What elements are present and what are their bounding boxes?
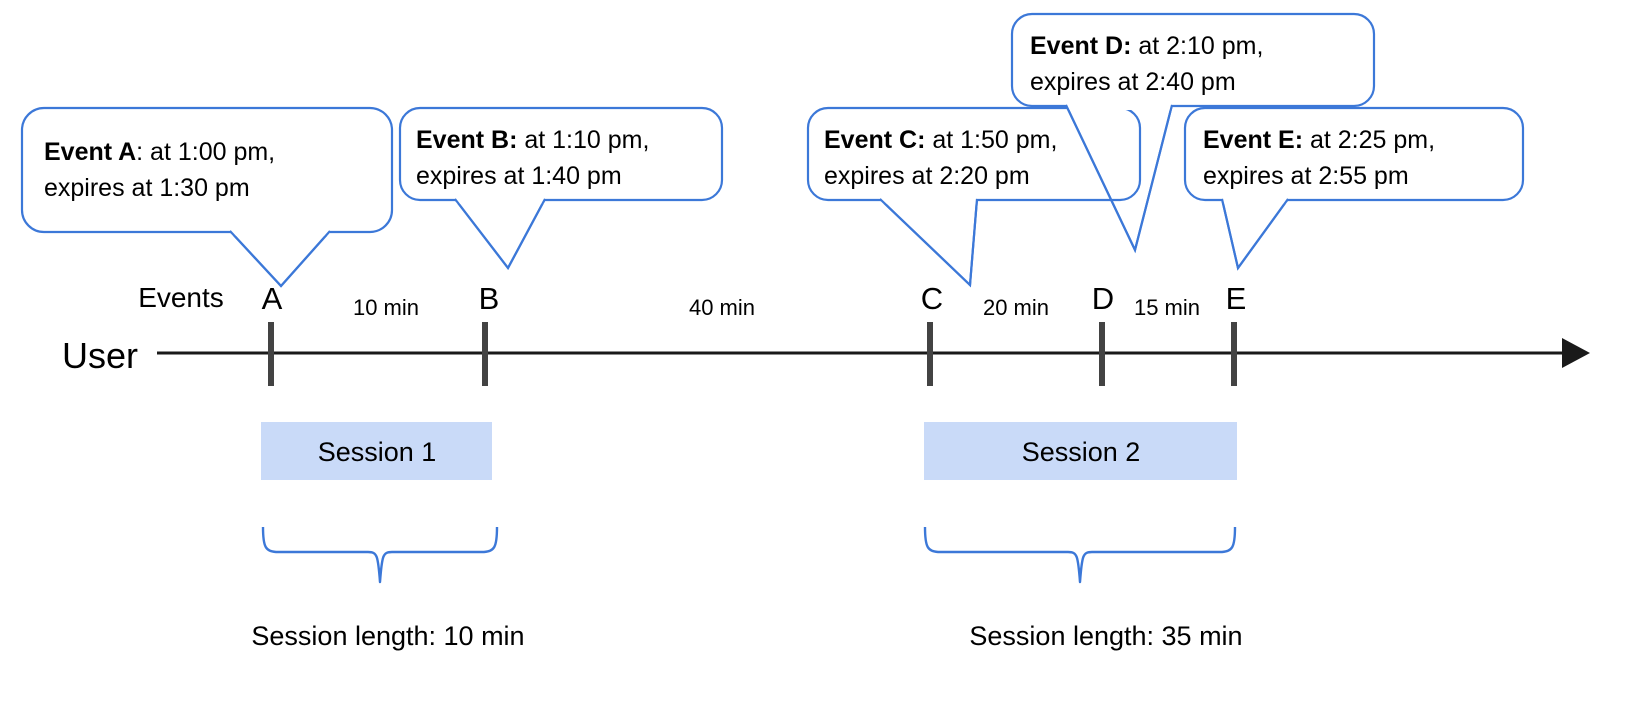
callout-event-b-box	[398, 106, 724, 202]
callout-event-c[interactable]	[806, 106, 1142, 288]
callout-event-d-box	[1010, 12, 1376, 108]
user-row-label: User	[62, 335, 138, 376]
callout-event-a-bold: Event A	[44, 138, 136, 166]
callout-event-b[interactable]	[398, 106, 724, 271]
callout-event-d[interactable]	[1010, 12, 1376, 254]
timeline-axis-arrowhead	[1562, 338, 1590, 368]
callout-event-b-rest: at 1:10 pm,	[517, 126, 649, 154]
tick-label-e: E	[1226, 281, 1247, 316]
callout-event-a-line2: expires at 1:30 pm	[44, 174, 250, 202]
callout-event-e-box	[1183, 106, 1525, 202]
session-2-brace	[923, 526, 1237, 584]
callout-event-e-rest: at 2:25 pm,	[1303, 126, 1435, 154]
callout-event-b-tail-mask	[456, 192, 544, 204]
callout-event-d-tail-mask	[1067, 98, 1171, 110]
session-2-box[interactable]	[924, 422, 1237, 480]
tick-label-a: A	[262, 281, 283, 316]
callout-event-c-line1: Event C: at 1:50 pm,	[824, 126, 1057, 154]
callout-event-c-tail-stroke	[879, 198, 979, 288]
callout-event-b-line2: expires at 1:40 pm	[416, 162, 622, 190]
gap-label-a-b: 10 min	[353, 295, 419, 320]
callout-event-e[interactable]	[1183, 106, 1525, 271]
callout-event-e-tail-mask	[1223, 192, 1287, 204]
session-2-length-label: Session length: 35 min	[969, 621, 1242, 651]
callout-event-c-rest: at 1:50 pm,	[925, 126, 1057, 154]
callout-event-c-line2: expires at 2:20 pm	[824, 162, 1030, 190]
session-2-label: Session 2	[1022, 437, 1141, 467]
tick-label-c: C	[921, 281, 943, 316]
session-1-box[interactable]	[261, 422, 492, 480]
callout-event-e-line2: expires at 2:55 pm	[1203, 162, 1409, 190]
callout-event-a-tail-mask	[231, 224, 330, 236]
callout-event-d-line1: Event D: at 2:10 pm,	[1030, 32, 1263, 60]
callout-event-b-line1: Event B: at 1:10 pm,	[416, 126, 649, 154]
callout-event-b-tail-stroke	[454, 198, 546, 271]
callout-event-c-tail-mask	[881, 192, 976, 204]
callout-event-d-tail-stroke	[1065, 104, 1174, 254]
callout-event-d-rest: at 2:10 pm,	[1131, 32, 1263, 60]
callout-event-e-bold: Event E:	[1203, 126, 1303, 154]
callout-event-a-rest: : at 1:00 pm,	[136, 138, 275, 166]
callout-event-e-tail-stroke	[1220, 198, 1289, 271]
callout-event-c-bold: Event C:	[824, 126, 925, 154]
callout-event-a-line1: Event A: at 1:00 pm,	[44, 138, 275, 166]
callout-event-b-bold: Event B:	[416, 126, 517, 154]
session-1-length-label: Session length: 10 min	[251, 621, 524, 651]
callout-event-a-tail-stroke	[229, 230, 331, 288]
callout-event-a[interactable]	[20, 106, 394, 288]
callout-event-d-bold: Event D:	[1030, 32, 1131, 60]
session-1-brace	[261, 526, 499, 584]
callout-event-e-line1: Event E: at 2:25 pm,	[1203, 126, 1435, 154]
tick-label-d: D	[1092, 281, 1114, 316]
events-row-label: Events	[138, 282, 224, 313]
gap-label-b-c: 40 min	[689, 295, 755, 320]
callout-event-a-box	[20, 106, 394, 234]
session-1-label: Session 1	[318, 437, 437, 467]
tick-label-b: B	[479, 281, 500, 316]
gap-label-d-e: 15 min	[1134, 295, 1200, 320]
callout-event-d-line2: expires at 2:40 pm	[1030, 68, 1236, 96]
gap-label-c-d: 20 min	[983, 295, 1049, 320]
